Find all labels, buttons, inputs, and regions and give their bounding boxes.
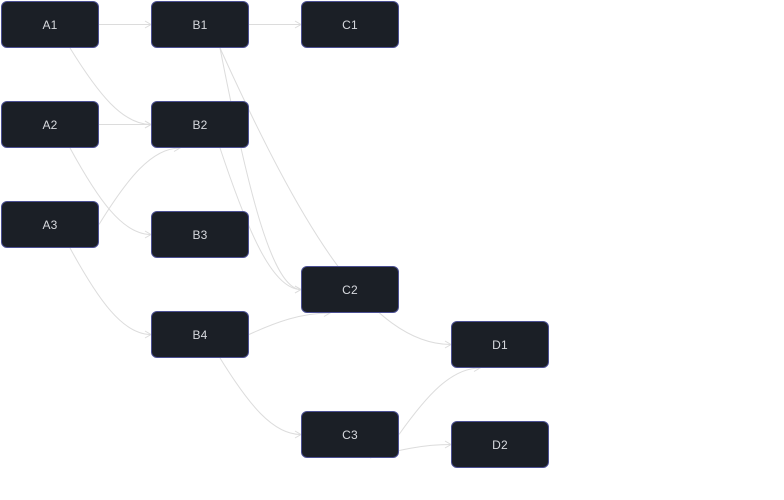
node-d1[interactable]: D1: [451, 321, 549, 368]
node-b3[interactable]: B3: [151, 211, 249, 258]
node-b3-label: B3: [192, 227, 208, 242]
node-b2-label: B2: [192, 117, 208, 132]
node-a2-label: A2: [42, 117, 58, 132]
node-c2[interactable]: C2: [301, 266, 399, 313]
node-c3[interactable]: C3: [301, 411, 399, 458]
node-d2-label: D2: [492, 437, 508, 452]
node-c2-label: C2: [342, 282, 358, 297]
node-b4[interactable]: B4: [151, 311, 249, 358]
node-c1-label: C1: [342, 17, 358, 32]
node-d2[interactable]: D2: [451, 421, 549, 468]
node-c3-label: C3: [342, 427, 358, 442]
node-d1-label: D1: [492, 337, 508, 352]
node-b2[interactable]: B2: [151, 101, 249, 148]
node-a3-label: A3: [42, 217, 58, 232]
edge-a3-b4: [69, 247, 152, 335]
node-b1[interactable]: B1: [151, 1, 249, 48]
node-b1-label: B1: [192, 17, 208, 32]
node-a3[interactable]: A3: [1, 201, 99, 248]
node-a1-label: A1: [42, 17, 58, 32]
node-b4-label: B4: [192, 327, 208, 342]
edge-b4-c3: [219, 357, 302, 435]
node-c1[interactable]: C1: [301, 1, 399, 48]
edge-b4-c2: [248, 312, 331, 335]
node-a1[interactable]: A1: [1, 1, 99, 48]
node-a2[interactable]: A2: [1, 101, 99, 148]
